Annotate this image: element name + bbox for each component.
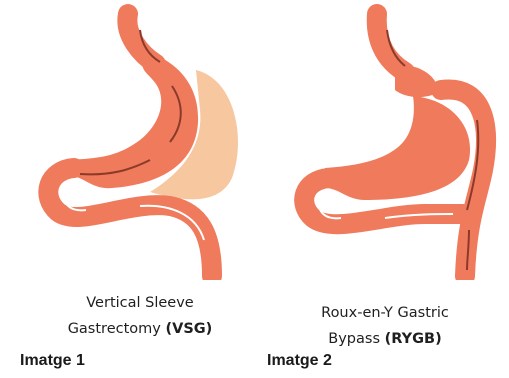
vsg-stomach-illustration (0, 0, 255, 280)
rygb-caption: Roux-en-Y Gastric Bypass (RYGB) (265, 300, 505, 352)
rygb-panel: Roux-en-Y Gastric Bypass (RYGB) Imatge 2 (255, 0, 509, 378)
rygb-stomach-illustration (255, 0, 509, 280)
vsg-caption: Vertical Sleeve Gastrectomy (VSG) (40, 290, 240, 342)
figure-2-label: Imatge 2 (267, 352, 332, 370)
rygb-caption-line2: Bypass (RYGB) (265, 326, 505, 352)
vsg-caption-line2: Gastrectomy (VSG) (40, 316, 240, 342)
rygb-remnant-stomach (325, 96, 470, 200)
vsg-caption-line1: Vertical Sleeve (40, 290, 240, 316)
vsg-panel: Vertical Sleeve Gastrectomy (VSG) Imatge… (0, 0, 255, 378)
figure-1-label: Imatge 1 (20, 352, 85, 370)
rygb-caption-line1: Roux-en-Y Gastric (265, 300, 505, 326)
